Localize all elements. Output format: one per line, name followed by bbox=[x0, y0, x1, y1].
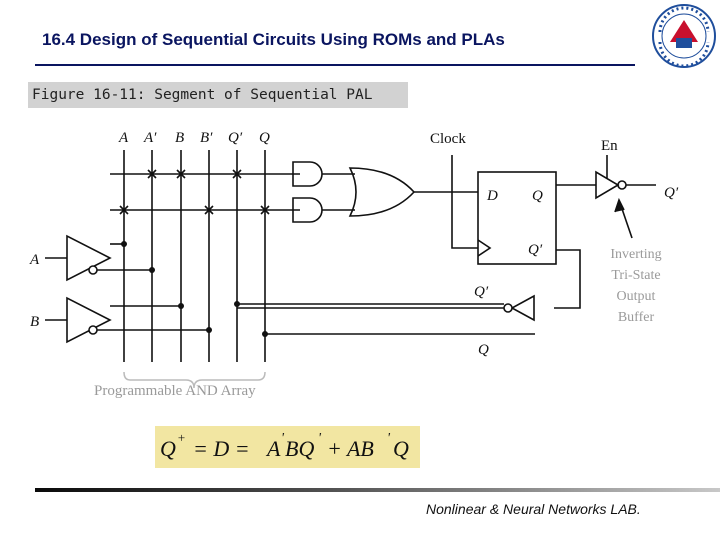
fuse-x bbox=[232, 169, 242, 179]
eq-prime-q: ' bbox=[318, 431, 322, 446]
feedback-q-prime-line bbox=[554, 249, 581, 309]
column-label-q: Q bbox=[259, 130, 270, 146]
column-label-q-prime: Q′ bbox=[228, 130, 243, 146]
column-label-a: A bbox=[118, 130, 129, 146]
eq-bq: BQ bbox=[285, 436, 314, 461]
footer-lab-name: Nonlinear & Neural Networks LAB. bbox=[426, 501, 641, 517]
fuse-x bbox=[176, 169, 186, 179]
eq-q: Q bbox=[160, 436, 176, 461]
enable-label: En bbox=[601, 138, 618, 154]
array-brace bbox=[123, 371, 266, 389]
column-label-b-prime: B′ bbox=[200, 130, 213, 146]
buffer-label-line-2: Tri-State bbox=[611, 268, 660, 283]
feedback-q-label: Q bbox=[478, 342, 489, 358]
buffer-label-line-3: Output bbox=[617, 289, 656, 304]
output-buffer bbox=[595, 170, 620, 200]
input-label-a: A bbox=[29, 252, 40, 268]
buffer-label-line-4: Buffer bbox=[618, 310, 655, 325]
flipflop-q-label: Q bbox=[532, 188, 543, 204]
footer-divider bbox=[35, 488, 720, 492]
eq-prime-b: ' bbox=[387, 431, 391, 446]
array-label: Programmable AND Array bbox=[94, 383, 256, 399]
input-label-b: B bbox=[30, 314, 39, 330]
input-buffer-b bbox=[66, 296, 112, 344]
flipflop-d-label: D bbox=[486, 188, 498, 204]
fuse-x bbox=[260, 205, 270, 215]
equation-box: Q + = D = A ' BQ ' + AB ' Q bbox=[155, 426, 420, 468]
sequential-pal-diagram: A A′ B B′ Q′ Q A B D Q Q′ Q′ Q′ Q Clock … bbox=[29, 130, 679, 399]
flipflop-qbar-label: Q′ bbox=[528, 242, 543, 258]
d-flipflop bbox=[477, 171, 557, 265]
university-logo bbox=[652, 4, 716, 68]
title-divider bbox=[35, 64, 635, 66]
fuse-x bbox=[204, 205, 214, 215]
eq-q2: Q bbox=[393, 436, 409, 461]
figure-caption: Figure 16-11: Segment of Sequential PAL bbox=[28, 82, 408, 108]
output-label: Q′ bbox=[664, 185, 679, 201]
clock-line bbox=[451, 155, 478, 249]
eq-plus-sup: + bbox=[177, 430, 186, 445]
and-gate-2 bbox=[292, 197, 323, 223]
or-gate bbox=[348, 167, 416, 217]
eq-plus-ab: + AB bbox=[327, 436, 374, 461]
input-buffer-a bbox=[66, 234, 112, 282]
fuse-x bbox=[147, 169, 157, 179]
clock-label: Clock bbox=[430, 131, 466, 147]
fuse-x bbox=[119, 205, 129, 215]
and-gate-1 bbox=[292, 161, 323, 187]
feedback-buffer bbox=[510, 294, 535, 322]
buffer-label-line-1: Inverting bbox=[610, 247, 661, 262]
column-label-a-prime: A′ bbox=[143, 130, 157, 146]
eq-equals-d: = D = bbox=[193, 436, 250, 461]
column-label-b: B bbox=[175, 130, 184, 146]
eq-a: A bbox=[265, 436, 281, 461]
feedback-qbar-label: Q′ bbox=[474, 284, 489, 300]
eq-prime-a: ' bbox=[281, 431, 285, 446]
page-title: 16.4 Design of Sequential Circuits Using… bbox=[42, 30, 505, 49]
